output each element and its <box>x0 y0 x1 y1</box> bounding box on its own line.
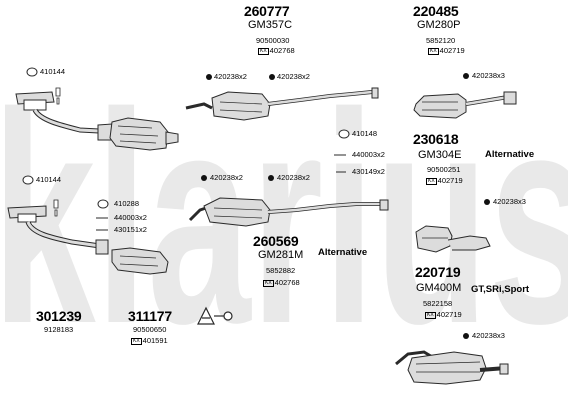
fitting-label: 420238x3 <box>472 71 505 80</box>
fitting-label: 440003x2 <box>114 213 147 222</box>
svg-text:klarius: klarius <box>0 50 568 386</box>
kit-code: GM280P <box>417 19 461 31</box>
fitting-label: 410144 <box>36 175 62 184</box>
kit-number: 311177 <box>128 308 172 324</box>
mounting-kit-icon <box>197 306 233 325</box>
centre-silencer-260777 <box>185 87 379 121</box>
kit-number: 220719 <box>415 264 461 280</box>
fitting-label: 420238x2 <box>277 72 310 81</box>
alternative-label: Alternative <box>318 247 368 258</box>
centre-silencer-260569 <box>188 197 389 227</box>
kit-number: 220485 <box>413 3 459 19</box>
variant-label: GT,SRi,Sport <box>471 284 530 295</box>
kit-code: GM400M <box>416 282 462 294</box>
kit-number: 230618 <box>413 131 459 147</box>
kit-code: GM304E <box>418 149 462 161</box>
ref-box-icon: KX <box>428 48 439 55</box>
fitting-label: 430149x2 <box>352 167 385 176</box>
ref-box-icon: KX <box>425 312 436 319</box>
fitting-label: 430151x2 <box>114 225 147 234</box>
kit-number: 301239 <box>36 308 82 324</box>
kit-number: 260777 <box>244 3 290 19</box>
fitting-label: 410288 <box>114 199 140 208</box>
rear-silencer-220719 <box>395 350 509 385</box>
fitting-label: 440003x2 <box>352 150 385 159</box>
kit-oem-number: 90500251 <box>427 165 461 174</box>
rear-silencer-220485 <box>413 91 517 119</box>
fitting-label: 420238x3 <box>472 331 505 340</box>
fitting-label: 420238x2 <box>277 173 310 182</box>
ref-box-icon: KX <box>258 48 269 55</box>
kit-oem-number: 90500650 <box>133 325 167 334</box>
rear-silencer-230618 <box>415 225 491 253</box>
kit-oem-number: 5822158 <box>423 299 453 308</box>
fitting-label: 410148 <box>352 129 378 138</box>
kit-code: GM281M <box>258 249 304 261</box>
fitting-label: 410144 <box>40 67 66 76</box>
ref-box-icon: KX <box>263 280 274 287</box>
ref-box-icon: KX <box>131 338 142 345</box>
front-pipe-catalyst-upper <box>15 91 179 151</box>
fitting-label: 420238x2 <box>210 173 243 182</box>
kit-oem-number: 90500030 <box>256 36 290 45</box>
ref-box-icon: KX <box>426 178 437 185</box>
kit-code: GM357C <box>248 19 293 31</box>
front-pipe-catalyst-lower <box>7 205 169 275</box>
kit-oem-number: 9128183 <box>44 325 74 334</box>
fitting-label: 420238x2 <box>214 72 247 81</box>
alternative-label: Alternative <box>485 149 535 160</box>
kit-oem-number: 5852120 <box>426 36 456 45</box>
fitting-label: 420238x3 <box>493 197 526 206</box>
kit-oem-number: 5852882 <box>266 266 296 275</box>
kit-number: 260569 <box>253 233 299 249</box>
